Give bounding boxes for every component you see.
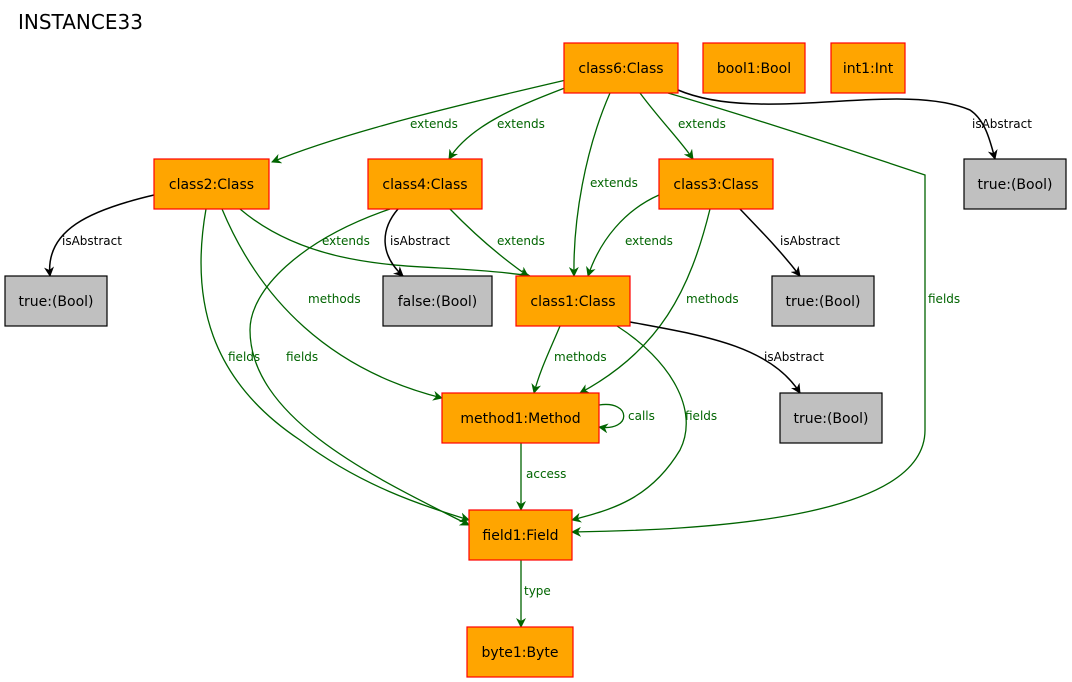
- node-label: int1:Int: [843, 61, 894, 77]
- edge-label-extends: extends: [625, 234, 673, 248]
- node-class6[interactable]: class6:Class: [563, 42, 679, 94]
- node-byte1[interactable]: byte1:Byte: [466, 626, 574, 678]
- edge-class2-class1: [239, 208, 531, 280]
- edge-label-methods: methods: [686, 292, 739, 306]
- edge-label-fields: fields: [286, 350, 318, 364]
- node-box: [382, 275, 493, 327]
- edge-class6-field1: [571, 92, 926, 537]
- edge-label-type: type: [524, 584, 551, 598]
- node-box: [702, 42, 806, 94]
- edge-class4-false_a: [384, 208, 404, 277]
- edge-label-isabstract: isAbstract: [62, 234, 122, 248]
- node-box: [563, 42, 679, 94]
- edge-label-extends: extends: [497, 234, 545, 248]
- edge-class4-class1: [449, 208, 529, 277]
- edge-label-isabstract: isAbstract: [972, 117, 1032, 131]
- node-label: class3:Class: [673, 177, 758, 193]
- node-box: [153, 158, 270, 210]
- edge-method1-method1: [598, 403, 625, 434]
- edge-label-fields: fields: [228, 350, 260, 364]
- edge-class6-class3: [639, 92, 694, 160]
- node-label: true:(Bool): [786, 294, 861, 310]
- edge-label-access: access: [526, 467, 566, 481]
- node-box: [515, 275, 631, 327]
- node-field1[interactable]: field1:Field: [468, 509, 573, 561]
- edge-class3-true_c: [739, 208, 801, 277]
- node-label: true:(Bool): [794, 411, 869, 427]
- edge-label-extends: extends: [497, 117, 545, 131]
- node-method1[interactable]: method1:Method: [441, 392, 600, 444]
- edge-label-isabstract: isAbstract: [780, 234, 840, 248]
- node-class4[interactable]: class4:Class: [367, 158, 483, 210]
- node-box: [367, 158, 483, 210]
- edge-class6-class2: [271, 79, 567, 164]
- edge-class1-field1: [571, 325, 687, 523]
- node-box: [830, 42, 906, 94]
- node-label: field1:Field: [482, 528, 558, 544]
- edge-class4-field1: [249, 208, 470, 526]
- edge-label-calls: calls: [628, 409, 655, 423]
- node-box: [4, 275, 108, 327]
- node-box: [963, 158, 1067, 210]
- node-label: false:(Bool): [398, 294, 478, 310]
- node-true_b[interactable]: true:(Bool): [4, 275, 108, 327]
- edge-label-methods: methods: [554, 350, 607, 364]
- node-label: class6:Class: [578, 61, 663, 77]
- node-class2[interactable]: class2:Class: [153, 158, 270, 210]
- edge-label-fields: fields: [685, 409, 717, 423]
- node-class1[interactable]: class1:Class: [515, 275, 631, 327]
- edge-class6-true_a: [677, 89, 998, 160]
- node-true_c[interactable]: true:(Bool): [771, 275, 875, 327]
- node-label: true:(Bool): [978, 177, 1053, 193]
- node-box: [468, 509, 573, 561]
- edge-class2-method1: [221, 208, 443, 401]
- node-label: bool1:Bool: [717, 61, 791, 77]
- edge-class3-method1: [579, 208, 711, 394]
- edge-label-isabstract: isAbstract: [764, 350, 824, 364]
- edge-class6-class4: [448, 85, 571, 160]
- diagram-title: INSTANCE33: [18, 10, 143, 34]
- edge-class2-true_b: [44, 194, 155, 277]
- edge-label-extends: extends: [322, 234, 370, 248]
- node-box: [771, 275, 875, 327]
- edge-label-extends: extends: [410, 117, 458, 131]
- edge-class3-class1: [586, 194, 660, 277]
- node-label: class1:Class: [530, 294, 615, 310]
- edge-class6-class1: [568, 92, 611, 277]
- node-true_a[interactable]: true:(Bool): [963, 158, 1067, 210]
- node-class3[interactable]: class3:Class: [658, 158, 774, 210]
- node-box: [658, 158, 774, 210]
- node-box: [441, 392, 600, 444]
- node-box: [466, 626, 574, 678]
- edge-class1-true_d: [629, 321, 801, 394]
- edge-class1-method1: [531, 325, 561, 394]
- edge-label-extends: extends: [678, 117, 726, 131]
- node-bool1[interactable]: bool1:Bool: [702, 42, 806, 94]
- node-label: class4:Class: [382, 177, 467, 193]
- node-label: true:(Bool): [19, 294, 94, 310]
- node-label: byte1:Byte: [482, 645, 559, 661]
- node-false_a[interactable]: false:(Bool): [382, 275, 493, 327]
- edge-label-extends: extends: [590, 176, 638, 190]
- edge-class2-field1: [200, 208, 470, 523]
- edge-label-methods: methods: [308, 292, 361, 306]
- node-box: [779, 392, 883, 444]
- edge-label-fields: fields: [928, 292, 960, 306]
- edge-label-isabstract: isAbstract: [390, 234, 450, 248]
- node-int1[interactable]: int1:Int: [830, 42, 906, 94]
- node-true_d[interactable]: true:(Bool): [779, 392, 883, 444]
- node-label: method1:Method: [460, 411, 580, 427]
- node-label: class2:Class: [169, 177, 254, 193]
